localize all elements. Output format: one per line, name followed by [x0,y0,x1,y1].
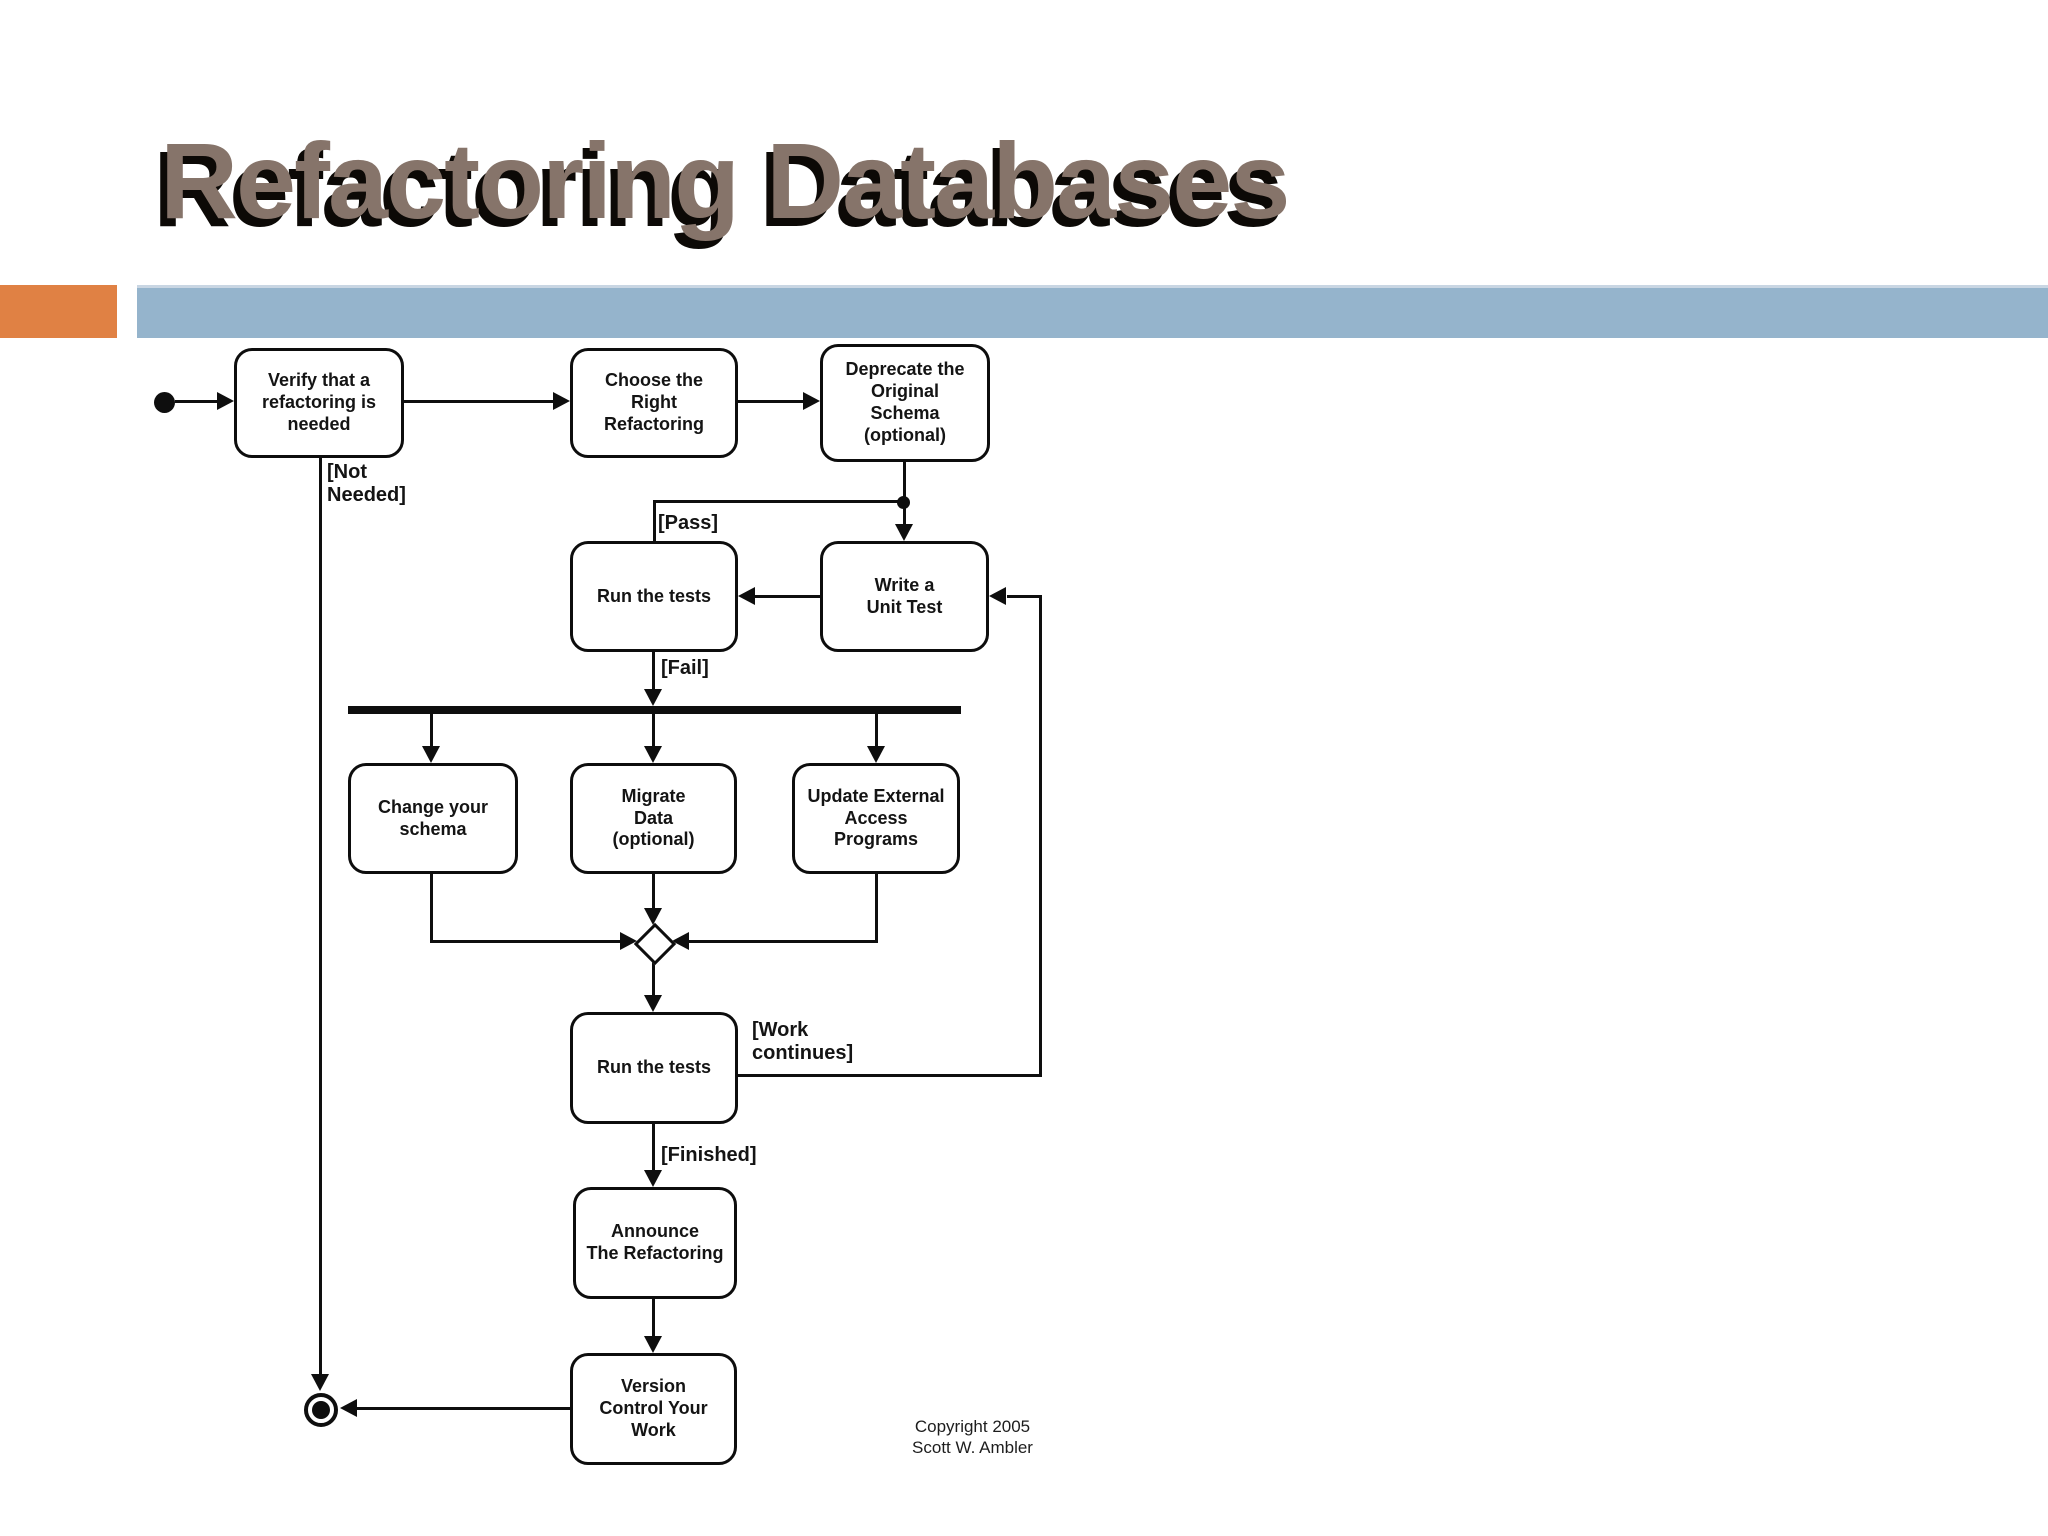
arrowhead-into-write-right [989,587,1006,605]
arrowhead-into-update [867,746,885,763]
edge-work-continues-vertical-line [1039,595,1042,1077]
edge-fork-to-migrate-line [652,714,655,747]
junction-dot [897,496,910,509]
edge-version-to-end-line [357,1407,570,1410]
fork-bar [348,706,961,714]
start-node [154,392,175,413]
activity-label: Announce The Refactoring [586,1221,724,1263]
edge-change-to-merge-line [430,940,621,943]
activity-label: Version Control Your Work [599,1376,708,1440]
activity-label: Verify that a refactoring is needed [261,370,377,434]
edge-choose-to-deprecate-line [738,400,805,403]
edge-label-work-continues: [Work continues] [752,1019,854,1064]
edge-verify-to-choose-line [404,400,555,403]
copyright-note: Copyright 2005 Scott W. Ambler [912,1417,1033,1457]
activity-run-the-tests-2: Run the tests [570,1012,738,1124]
activity-verify-refactoring-needed: Verify that a refactoring is needed [234,348,404,458]
activity-label: Deprecate the Original Schema (optional) [845,359,965,445]
edge-work-continues-return-line [1007,595,1041,598]
arrowhead-into-write-top [895,524,913,541]
activity-label: Update External Access Programs [807,785,945,850]
end-node [304,1393,338,1427]
arrowhead-into-fork [644,689,662,706]
merge-diamond [633,922,677,966]
edge-update-down-line [875,874,878,943]
edge-finished-line [652,1124,655,1171]
accent-bar-orange [0,285,117,338]
edge-not-needed-line [319,458,322,1375]
edge-pass-horizontal-line [653,500,906,503]
activity-run-the-tests-1: Run the tests [570,541,738,652]
edge-update-to-merge-line [688,940,878,943]
activity-announce-the-refactoring: Announce The Refactoring [573,1187,737,1299]
activity-label: Migrate Data (optional) [612,785,695,850]
activity-choose-right-refactoring: Choose the Right Refactoring [570,348,738,458]
slide-title: Refactoring Databases [160,120,1290,241]
arrowhead-into-announce [644,1170,662,1187]
arrowhead-into-merge-right [672,932,689,950]
arrowhead-into-run2 [644,995,662,1012]
activity-label: Run the tests [596,1057,711,1078]
edge-announce-to-version-line [652,1299,655,1337]
arrowhead-into-deprecate [803,392,820,410]
activity-change-your-schema: Change your schema [348,763,518,874]
edge-fail-line [652,652,655,690]
arrowhead-into-end-from-version [340,1399,357,1417]
edge-merge-to-run2-line [652,962,655,996]
edge-change-down-line [430,874,433,943]
edge-start-to-verify-line [175,400,219,403]
activity-label: Run the tests [596,585,711,606]
activity-label: Change your schema [377,796,488,839]
arrowhead-into-choose [553,392,570,410]
arrowhead-into-change [422,746,440,763]
edge-write-to-run1-line [755,595,820,598]
activity-write-unit-test: Write a Unit Test [820,541,989,652]
end-node-core [312,1401,330,1419]
activity-migrate-data: Migrate Data (optional) [570,763,737,874]
edge-pass-vertical-line [653,500,656,541]
arrowhead-into-verify [217,392,234,410]
edge-fork-to-update-line [875,714,878,747]
arrowhead-into-merge-left [620,932,637,950]
edge-label-not-needed: [Not Needed] [327,461,406,506]
accent-bar-blue [137,285,2048,338]
arrowhead-into-run1 [738,587,755,605]
arrowhead-into-end-from-not-needed [311,1374,329,1391]
activity-deprecate-original-schema: Deprecate the Original Schema (optional) [820,344,990,462]
edge-fork-to-change-line [430,714,433,747]
arrowhead-into-migrate [644,746,662,763]
arrowhead-into-merge-top [644,908,662,925]
activity-label: Write a Unit Test [866,574,943,617]
edge-label-fail: [Fail] [661,657,709,679]
activity-label: Choose the Right Refactoring [603,370,704,434]
edge-work-continues-horizontal-line [738,1074,1042,1077]
edge-migrate-to-merge-line [652,874,655,910]
activity-update-external-access-programs: Update External Access Programs [792,763,960,874]
edge-label-finished: [Finished] [661,1144,757,1166]
edge-deprecate-to-write-line [903,462,906,526]
edge-label-pass: [Pass] [658,512,719,534]
activity-version-control-your-work: Version Control Your Work [570,1353,737,1465]
arrowhead-into-version [644,1336,662,1353]
